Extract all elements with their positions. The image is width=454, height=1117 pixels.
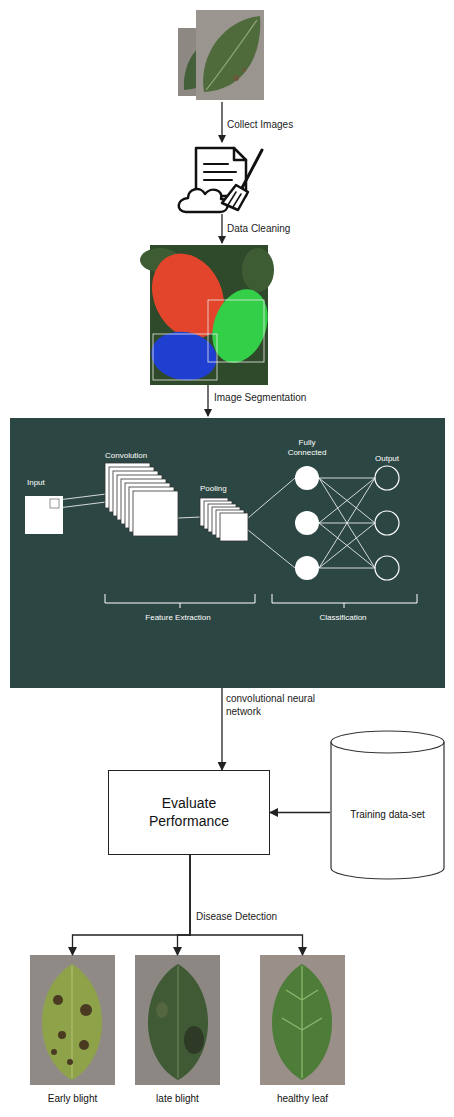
box-text: Evaluate Performance [134, 795, 244, 830]
cylinder-text: Training data-set [350, 809, 425, 820]
segmentation-image [139, 242, 278, 386]
cylinder-rim [331, 742, 444, 753]
flow-arrow [221, 214, 222, 243]
late-blight-photo [135, 955, 220, 1085]
process-box: Evaluate Performance [108, 770, 270, 855]
layer-label: Feature Extraction [118, 613, 238, 623]
connector [221, 688, 222, 770]
result-leaf: Early blight [30, 955, 115, 1106]
leaf-caption: Early blight [10, 1093, 135, 1104]
flow-arrow [221, 102, 222, 142]
healthy-leaf-photo [260, 955, 345, 1085]
early-blight-photo [30, 955, 115, 1085]
layer-label: Fully Connected [283, 438, 331, 457]
step-label: Image Segmentation [214, 392, 306, 403]
result-leaf: late blight [135, 955, 220, 1106]
cylinder-outline [330, 730, 445, 880]
step-label: Disease Detection [196, 911, 277, 922]
layer-label: Classification [283, 613, 403, 623]
cnn-panel: Input ConvolutionPooling Fully ConnectedOu… [10, 418, 445, 688]
cylinder-body [331, 731, 444, 879]
result-leaf: healthy leaf [260, 955, 345, 1106]
data-cleaning-icon [179, 148, 262, 212]
database-cylinder: Training data-set [330, 730, 445, 880]
connector-label: convolutional neural network [226, 693, 336, 718]
layer-label: Output [367, 454, 407, 464]
leaf-caption: late blight [115, 1093, 240, 1104]
step-label: Collect Images [227, 119, 293, 130]
layer-label: Convolution [105, 451, 175, 461]
layer-label: Input [27, 478, 67, 488]
flow-arrow [207, 385, 208, 416]
leaf-caption: healthy leaf [240, 1093, 365, 1104]
leaf-photo-stack [178, 10, 264, 100]
step-label: Data Cleaning [227, 223, 290, 234]
layer-label: Pooling [200, 484, 250, 494]
connector [73, 855, 191, 955]
connector [190, 855, 303, 955]
connector [270, 812, 330, 813]
connector [178, 855, 191, 955]
